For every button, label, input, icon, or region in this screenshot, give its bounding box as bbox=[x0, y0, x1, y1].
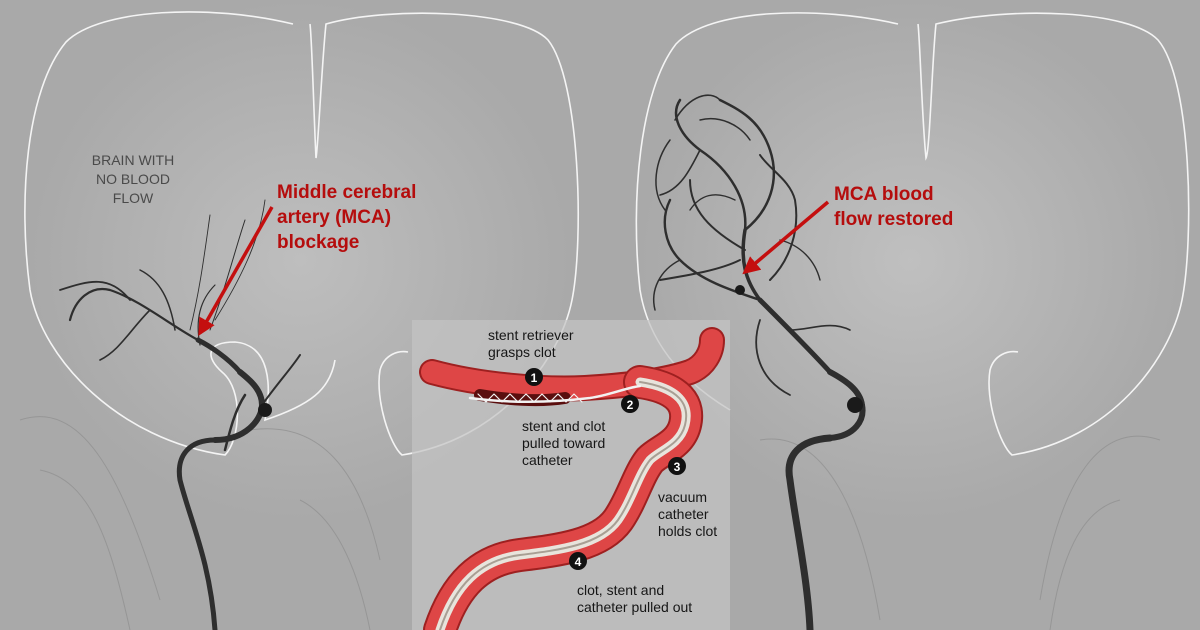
no-blood-flow-label: BRAIN WITH NO BLOOD FLOW bbox=[91, 152, 175, 206]
step-3-text: vacuum catheter holds clot bbox=[658, 489, 718, 539]
step-number-1: 1 bbox=[531, 371, 538, 385]
flow-restored-arrow bbox=[742, 200, 830, 275]
step-1-text: stent retriever grasps clot bbox=[488, 327, 574, 360]
left-brain-outline bbox=[24, 11, 579, 456]
step-marker-4: 4 bbox=[569, 552, 587, 570]
left-vessels bbox=[59, 199, 301, 630]
mca-blockage-arrow bbox=[198, 206, 274, 337]
bone-texture bbox=[19, 416, 1161, 630]
right-vessels bbox=[653, 94, 866, 630]
step-number-3: 3 bbox=[674, 460, 681, 474]
step-4-text: clot, stent and catheter pulled out bbox=[577, 582, 693, 615]
mca-blockage-callout: Middle cerebral artery (MCA) blockage bbox=[277, 182, 417, 253]
step-2-text: stent and clot pulled toward catheter bbox=[522, 418, 606, 468]
step-marker-2: 2 bbox=[621, 395, 639, 413]
step-marker-1: 1 bbox=[525, 368, 543, 386]
step-number-4: 4 bbox=[575, 555, 582, 569]
artery-illustration bbox=[419, 327, 725, 630]
step-marker-3: 3 bbox=[668, 457, 686, 475]
right-skull-shading bbox=[640, 0, 1180, 520]
step-number-2: 2 bbox=[627, 398, 634, 412]
flow-restored-callout: MCA blood flow restored bbox=[834, 184, 954, 230]
